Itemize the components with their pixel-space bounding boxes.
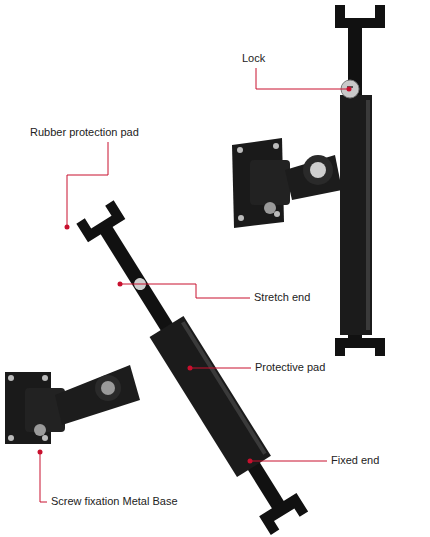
upright-holder	[232, 5, 385, 356]
part-label: Lock	[242, 52, 265, 65]
part-label: Stretch end	[254, 291, 310, 304]
part-label: Screw fixation Metal Base	[51, 495, 178, 508]
bottom-claw	[335, 338, 385, 356]
leader-dots	[38, 87, 352, 464]
part-label: Rubber protection pad	[30, 126, 139, 139]
arm-bracket	[250, 160, 290, 205]
arm	[285, 155, 342, 200]
arm	[55, 365, 140, 425]
part-label: Protective pad	[255, 361, 325, 374]
holder-body	[340, 95, 372, 335]
part-label: Fixed end	[331, 454, 379, 467]
